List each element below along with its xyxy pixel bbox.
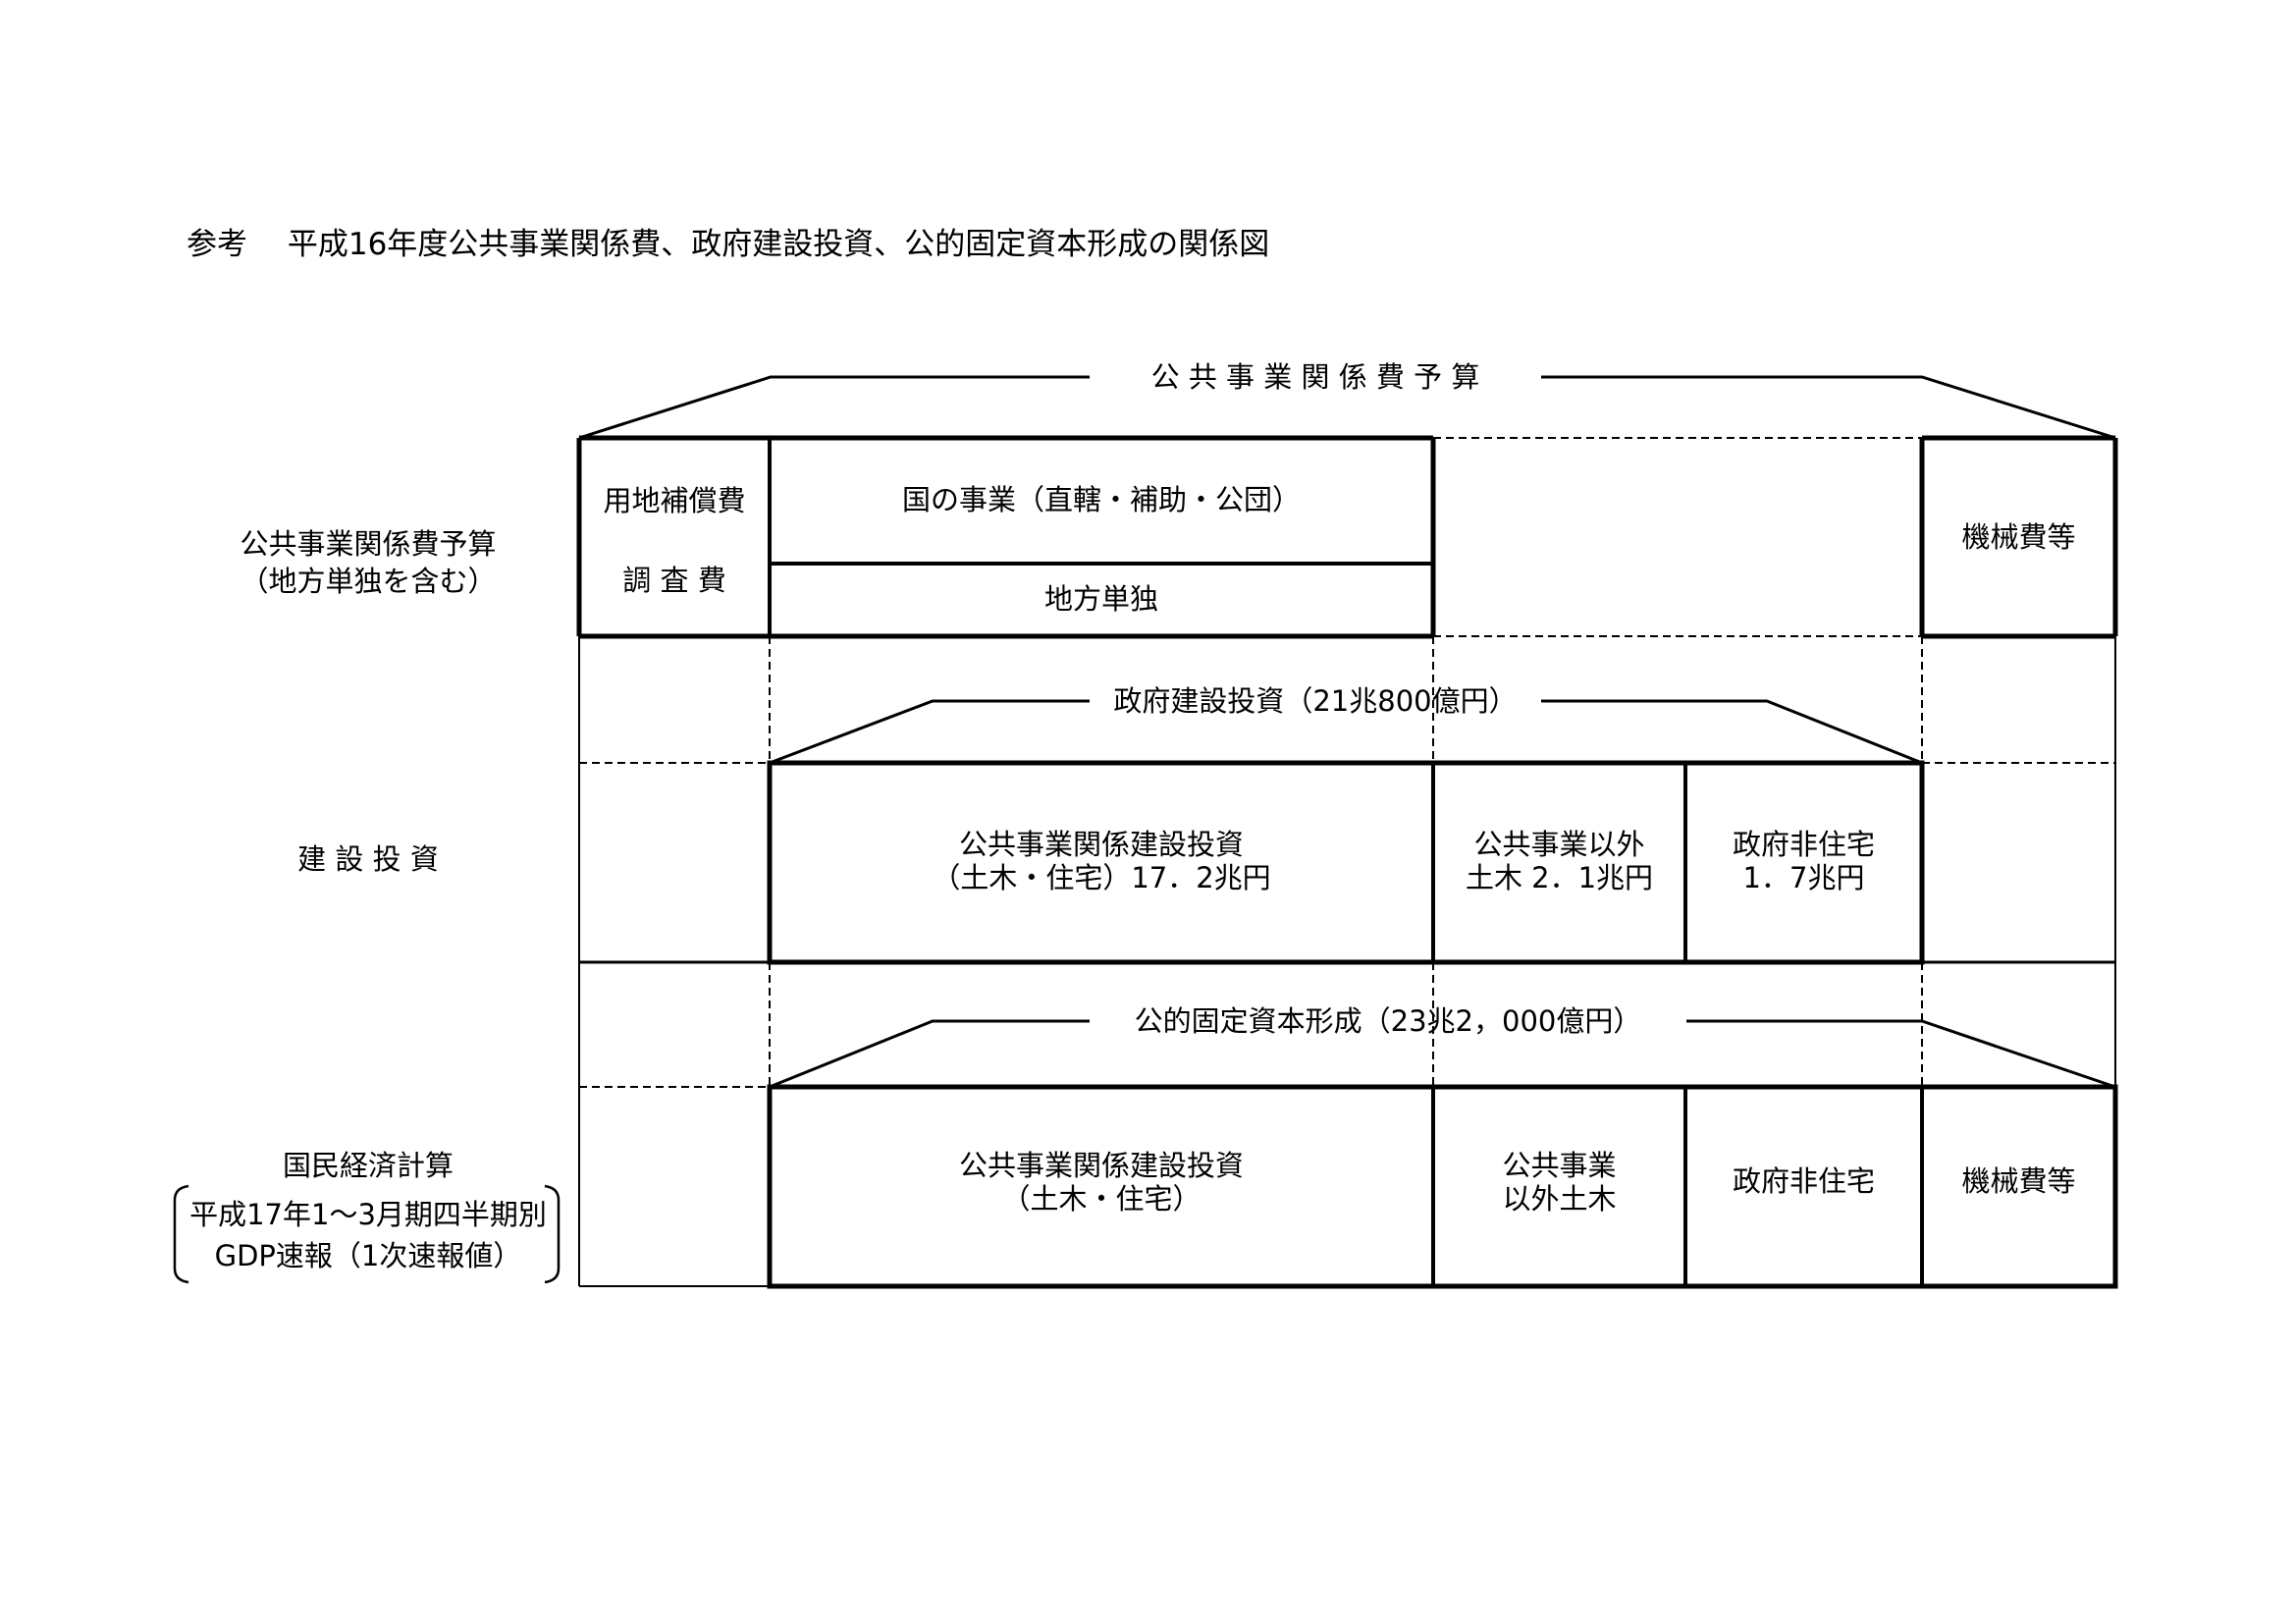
left-label-budget-note: （地方単独を含む） [240,565,497,598]
land-compensation-cell: 用地補償費 [603,484,746,517]
gfcf-bracket [769,1019,2116,1089]
top-bracket [578,375,2116,440]
dashed-guides [579,636,2115,1088]
other-civil-works-line2: 土木 2．1兆円 [1465,861,1654,894]
left-label-national-accounts: 国民経済計算 [282,1149,454,1182]
gov-investment-bracket [769,699,1923,765]
left-label-quarterly-period: 平成17年1～3月期四半期別 [189,1198,547,1231]
top-bracket-label: 公 共 事 業 関 係 費 予 算 [1150,360,1480,394]
gdp-note-brackets [173,1184,561,1284]
machinery-cost-cell-row1: 機械費等 [1961,520,2076,554]
left-label-construction-investment: 建 設 投 資 [297,842,439,876]
local-independent-cell: 地方単独 [1043,582,1158,616]
other-civil-works-line1: 公共事業以外 [1473,828,1645,861]
row1-boxes [576,435,2118,639]
survey-cost-cell: 調 査 費 [622,564,726,597]
left-label-budget: 公共事業関係費予算 [240,527,497,561]
gov-nonresidential-line2: 1．7兆円 [1742,861,1865,894]
public-works-gfcf-line1: 公共事業関係建設投資 [958,1149,1244,1182]
gov-nonresidential-line1: 政府非住宅 [1732,828,1875,861]
public-works-gfcf-line2: （土木・住宅） [1001,1182,1201,1216]
public-works-investment-line2: （土木・住宅）17．2兆円 [932,861,1271,894]
left-label-gdp-release: GDP速報（1次速報値） [214,1239,522,1272]
public-works-investment-line1: 公共事業関係建設投資 [958,828,1244,861]
page-title: 参考 平成16年度公共事業関係費、政府建設投資、公的固定資本形成の関係図 [187,227,1270,262]
row2-boxes [767,760,1925,965]
gfcf-label: 公的固定資本形成（23兆2，000億円） [1134,1004,1642,1038]
gov-nonresidential-gfcf: 政府非住宅 [1732,1164,1875,1198]
gov-investment-label: 政府建設投資（21兆800億円） [1113,684,1518,718]
other-civil-gfcf-line1: 公共事業 [1502,1149,1617,1182]
row3-boxes [767,1084,2118,1289]
other-civil-gfcf-line2: 以外土木 [1502,1182,1617,1216]
national-projects-cell: 国の事業（直轄・補助・公団） [901,483,1301,516]
machinery-cost-cell-row3: 機械費等 [1961,1164,2076,1198]
